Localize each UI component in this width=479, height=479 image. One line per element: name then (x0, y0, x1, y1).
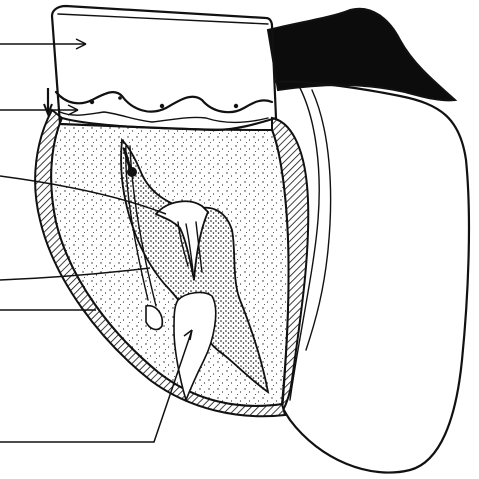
cusp-nodule-1 (90, 100, 94, 104)
cusp-nodule-2 (160, 104, 164, 108)
valve-cusps-inner (60, 112, 268, 123)
upper-chamber (52, 6, 276, 130)
dark-vessel (268, 9, 455, 101)
cusp-nodule-4 (118, 96, 122, 100)
probe-tip (127, 167, 137, 177)
valve-cusps (56, 92, 272, 112)
cusp-nodule-3 (234, 104, 238, 108)
